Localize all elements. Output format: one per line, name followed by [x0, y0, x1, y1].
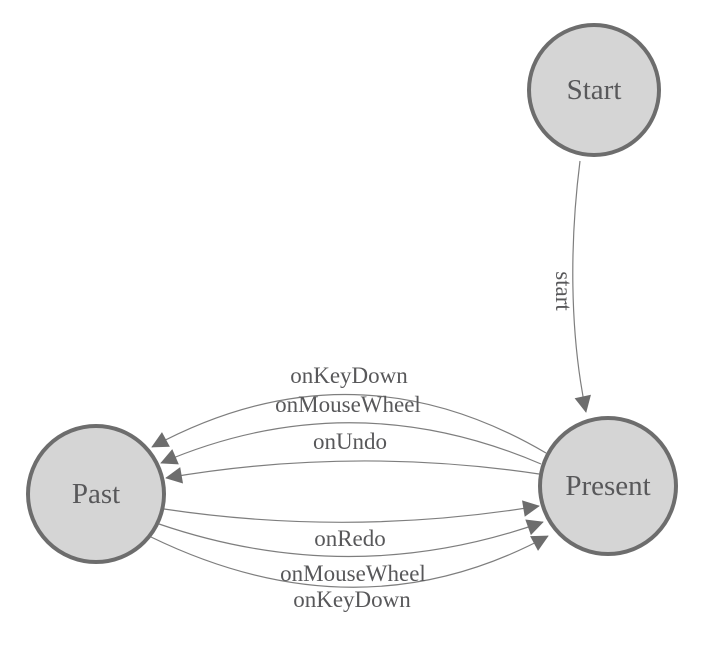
- edge-present-to-past-onundo: [165, 460, 540, 484]
- edge-present-to-past-onmousewheel: [160, 422, 542, 465]
- node-start-label: Start: [567, 74, 622, 106]
- node-past[interactable]: Past: [26, 424, 166, 564]
- node-start-circle[interactable]: [527, 23, 661, 157]
- edge-present-to-past-onkeydown: [151, 393, 547, 454]
- node-present-circle[interactable]: [538, 416, 678, 556]
- node-past-circle[interactable]: [26, 424, 166, 564]
- edge-group: [150, 160, 591, 588]
- edge-label-onundo: onUndo: [313, 429, 387, 454]
- edge-past-to-present-onmousewheel: [158, 519, 544, 558]
- node-past-label: Past: [72, 478, 120, 510]
- edge-label-onmousewheel-top: onMouseWheel: [275, 392, 421, 417]
- edge-past-to-present-onredo: [163, 500, 540, 523]
- node-present-label: Present: [565, 470, 650, 502]
- edge-label-onkeydown-top: onKeyDown: [290, 363, 408, 388]
- node-start[interactable]: Start: [527, 23, 661, 157]
- node-present[interactable]: Present: [538, 416, 678, 556]
- edge-label-group: start onKeyDown onMouseWheel onUndo onRe…: [275, 271, 576, 612]
- edge-past-to-present-onkeydown: [150, 535, 549, 588]
- edge-label-onredo: onRedo: [314, 526, 386, 551]
- edge-start-to-present: [572, 160, 591, 413]
- edge-label-onkeydown-bottom: onKeyDown: [293, 587, 411, 612]
- edge-label-onmousewheel-bottom: onMouseWheel: [280, 561, 426, 586]
- edge-label-start: start: [551, 271, 576, 311]
